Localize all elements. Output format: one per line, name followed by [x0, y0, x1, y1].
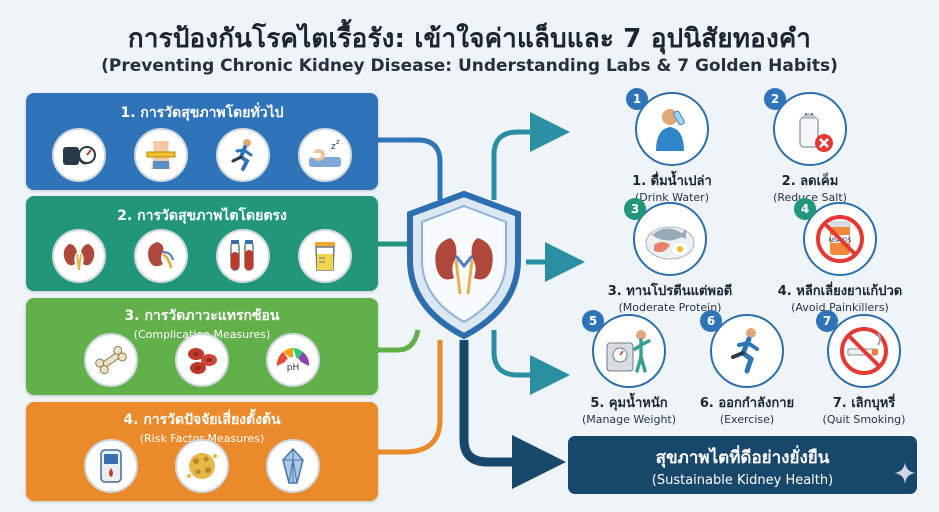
section-label: 4. การวัดปัจจัยเสี่ยงตั้งต้น: [123, 412, 281, 428]
habit-english: (Manage Weight): [581, 413, 677, 426]
connector-section-1: [378, 137, 443, 200]
section-label: 1. การวัดสุขภาพโดยทั่วไป: [120, 105, 284, 121]
svg-text:pH: pH: [286, 363, 298, 373]
section-label: 3. การวัดภาวะแทรกซ้อน: [124, 308, 280, 324]
habit-quit-smoking: 7 7. เลิกบุหรี่ (Quit Smoking): [806, 310, 922, 426]
protein-plate-icon: [633, 202, 707, 276]
kidney-icon: [52, 229, 106, 283]
salt-shaker-icon: [773, 92, 847, 166]
drinking-water-icon: [635, 92, 709, 166]
red-blood-cells-icon: [174, 333, 229, 387]
bone-icon: [84, 333, 139, 387]
habit-number: 2: [764, 88, 786, 110]
habit-avoid-painkillers: 4 NSAIDS 4. หลีกเลี่ยงยาแก้ปวด (Avoid Pa…: [760, 198, 920, 314]
habit-number: 4: [794, 198, 816, 220]
shield-kidney-icon: [407, 190, 521, 340]
habit-number: 1: [626, 88, 648, 110]
connector-habits-top: [491, 112, 570, 200]
habit-manage-weight: 5 5. คุมน้ำหนัก (Manage Weight): [568, 310, 690, 426]
section-risk-factors: 4. การวัดปัจจัยเสี่ยงตั้งต้น (Risk Facto…: [26, 402, 378, 501]
no-nsaids-icon: NSAIDS: [803, 202, 877, 276]
habit-moderate-protein: 3 3. ทานโปรตีนแต่พอดี (Moderate Protein): [590, 198, 750, 314]
no-smoking-icon: [827, 314, 901, 388]
habit-label: 3. ทานโปรตีนแต่พอดี: [607, 284, 733, 299]
blood-tubes-icon: [216, 229, 270, 283]
habit-label: 7. เลิกบุหรี่: [832, 396, 896, 411]
blood-pressure-monitor-icon: [52, 128, 106, 182]
sparkle-icon: [894, 462, 916, 484]
glucose-meter-icon: [84, 439, 139, 493]
habit-english: (Moderate Protein): [618, 301, 722, 314]
connector-section-4: [378, 340, 443, 455]
habit-english: (Quit Smoking): [822, 413, 906, 426]
outcome-box: สุขภาพไตที่ดีอย่างยั่งยืน (Sustainable K…: [568, 436, 917, 494]
habit-label: 6. ออกกำลังกาย: [699, 396, 795, 411]
ph-gauge-icon: pH: [265, 333, 320, 387]
habit-english: (Drink Water): [635, 191, 709, 204]
habit-english: (Avoid Painkillers): [791, 301, 889, 314]
habit-english: (Exercise): [719, 413, 775, 426]
connector-section-3: [378, 329, 421, 353]
habit-drink-water: 1 1. ดื่มน้ำเปล่า (Drink Water): [608, 88, 736, 204]
waist-measure-icon: [134, 128, 188, 182]
svg-text:z: z: [331, 142, 336, 152]
habit-exercise: 6 6. ออกกำลังกาย (Exercise): [690, 310, 804, 426]
connector-outcome: [459, 340, 566, 489]
outcome-label: สุขภาพไตที่ดีอย่างยั่งยืน: [655, 448, 830, 468]
habit-number: 5: [582, 310, 604, 332]
cholesterol-icon: [174, 439, 229, 493]
outcome-english: (Sustainable Kidney Health): [651, 473, 834, 488]
connector-habits-bottom: [491, 330, 570, 395]
habit-label: 1. ดื่มน้ำเปล่า: [632, 174, 712, 189]
habit-number: 6: [700, 310, 722, 332]
section-complications: 3. การวัดภาวะแทรกซ้อน (Complication Meas…: [26, 298, 378, 395]
habit-english: (Reduce Salt): [773, 191, 847, 204]
habit-number: 3: [624, 198, 646, 220]
habit-label: 4. หลีกเลี่ยงยาแก้ปวด: [777, 284, 903, 299]
section-subtitle: (Risk Factor Measures): [139, 432, 265, 445]
running-icon: [216, 128, 270, 182]
page-title: การป้องกันโรคไตเรื้อรัง: เข้าใจค่าแล็บแล…: [127, 24, 812, 54]
section-label: 2. การวัดสุขภาพไตโดยตรง: [117, 208, 287, 224]
page-subtitle: (Preventing Chronic Kidney Disease: Unde…: [101, 56, 838, 76]
section-kidney-health: 2. การวัดสุขภาพไตโดยตรง: [26, 196, 378, 291]
habit-number: 7: [816, 310, 838, 332]
urine-cup-icon: [298, 229, 352, 283]
habit-reduce-salt: 2 2. ลดเค็ม (Reduce Salt): [746, 88, 874, 204]
habit-label: 5. คุมน้ำหนัก: [590, 396, 668, 411]
weight-scale-icon: [592, 314, 666, 388]
jogging-icon: [710, 314, 784, 388]
svg-text:z: z: [336, 138, 340, 146]
kidney-icon: [134, 229, 188, 283]
crystal-icon: [265, 439, 320, 493]
habit-label: 2. ลดเค็ม: [781, 174, 839, 189]
